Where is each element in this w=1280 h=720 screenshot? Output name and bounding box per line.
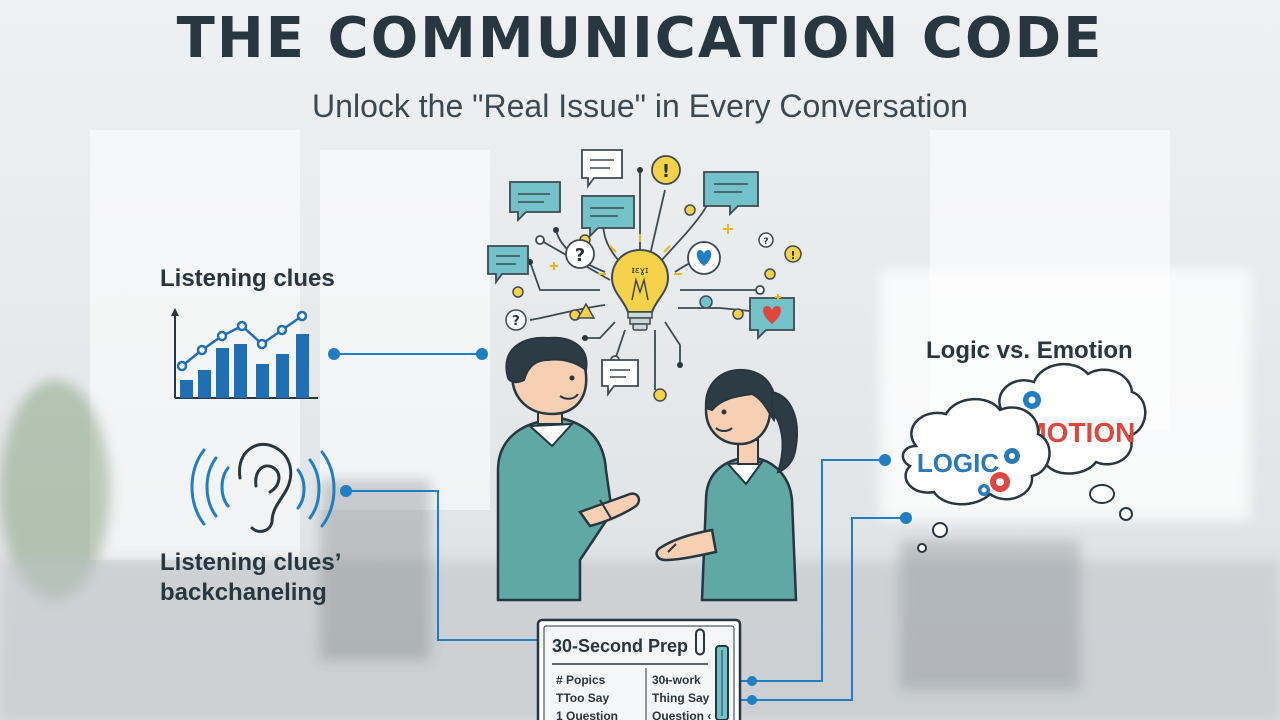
connector-dot — [879, 454, 891, 466]
woman-figure — [655, 368, 798, 602]
label-backchanneling-line1: Listening clues’ — [160, 549, 342, 576]
logic-cloud: LOGIC — [901, 397, 1051, 506]
pen-icon — [715, 645, 729, 720]
connector-dot — [476, 348, 488, 360]
chat-bubble-icon — [703, 171, 759, 217]
page-title: THE COMMUNICATION CODE — [176, 6, 1104, 71]
triangle-icon — [576, 302, 596, 319]
svg-text:?: ? — [763, 237, 768, 247]
gear-icon — [978, 448, 1020, 496]
svg-text:!: ! — [662, 161, 670, 182]
prep-right-item: Question ‹ — [652, 709, 711, 720]
heart-bubble-icon — [687, 241, 721, 275]
ear-icon — [238, 442, 293, 533]
idea-network: ? ? ! ! ? — [487, 149, 802, 402]
svg-text:?: ? — [575, 245, 585, 266]
connector-dot — [747, 695, 757, 705]
prep-right-item: 30ᵻ-work — [652, 673, 701, 687]
question-icon: ? — [565, 239, 595, 269]
page-subtitle: Unlock the "Real Issue" in Every Convers… — [312, 88, 968, 124]
connector-dot — [340, 485, 352, 497]
bulb-text: ᵻɛɣɪ — [632, 266, 649, 276]
connector-dot — [747, 676, 757, 686]
exclamation-icon: ! — [784, 245, 802, 263]
label-backchanneling: Listening clues’ backchaneling — [160, 548, 341, 608]
gear-icon — [1023, 391, 1041, 409]
prep-card-title: 30-Second Prep — [552, 636, 688, 656]
label-listening-clues: Listening clues — [160, 265, 335, 292]
prep-left-item: TToo Say — [556, 691, 609, 705]
logic-label: LOGIC — [917, 448, 1000, 478]
connector-prep-to-logic — [740, 459, 882, 682]
connector-prep-to-cloud — [740, 517, 904, 701]
connectors — [334, 353, 904, 701]
svg-text:?: ? — [512, 314, 520, 329]
label-backchanneling-line2: backchaneling — [160, 579, 327, 606]
connector-dots — [328, 348, 912, 705]
lightbulb-icon: ᵻɛɣɪ — [598, 234, 682, 331]
connector-ear-to-prep — [346, 490, 542, 641]
prep-left-item: # Popics — [556, 673, 606, 687]
sound-waves-icon — [190, 448, 336, 528]
chart-icon — [171, 308, 318, 399]
prep-left-item: 1 Question — [556, 709, 618, 720]
exclamation-icon: ! — [651, 155, 681, 185]
svg-text:!: ! — [790, 249, 795, 262]
connector-dot — [900, 512, 912, 524]
connector-dot — [328, 348, 340, 360]
question-icon: ? — [505, 309, 527, 331]
question-icon: ? — [758, 232, 774, 248]
prep-right-item: Thing Say — [652, 691, 710, 705]
prep-left-list: # Popics TToo Say 1 Question — [556, 673, 618, 720]
prep-right-list: 30ᵻ-work Thing Say Question ‹ — [652, 673, 711, 720]
clip-icon — [695, 628, 705, 656]
chat-bubble-icon — [509, 181, 561, 223]
man-figure — [496, 336, 641, 602]
label-logic-emotion: Logic vs. Emotion — [926, 337, 1133, 364]
thought-bubble-dots — [917, 484, 1133, 553]
prep-card: 30-Second Prep # Popics TToo Say 1 Quest… — [536, 618, 742, 720]
